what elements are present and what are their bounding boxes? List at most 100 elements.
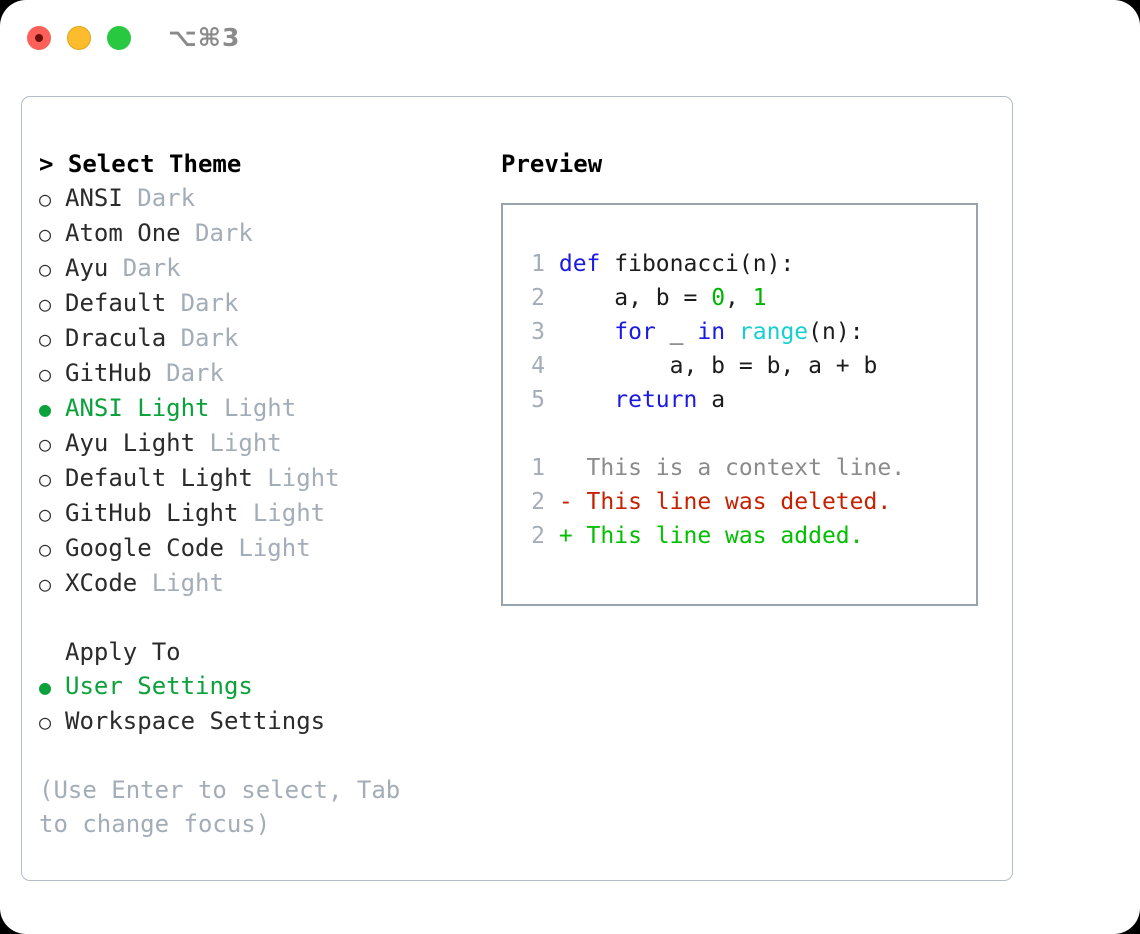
close-window-icon[interactable] — [27, 26, 51, 50]
apply-to-label: User Settings — [65, 672, 253, 700]
diff-text: - This line was deleted. — [558, 489, 892, 515]
theme-name-label: Dracula — [65, 324, 167, 352]
code-token: fibonacci(n): — [600, 251, 795, 277]
diff-sample: 1 This is a context line. 2 - This line w… — [521, 451, 976, 553]
theme-variant-label: Dark — [122, 184, 196, 212]
theme-variant-label: Light — [137, 569, 224, 597]
apply-to-title: Apply To — [65, 638, 181, 666]
theme-variant-label: Light — [209, 394, 297, 422]
code-token: 0 — [711, 285, 726, 311]
radio-unselected-icon: ○ — [39, 187, 52, 211]
radio-unselected-icon: ○ — [39, 327, 52, 351]
theme-variant-label: Dark — [180, 219, 253, 247]
code-token: range — [738, 319, 809, 345]
line-number: 3 — [531, 319, 545, 345]
theme-list-item[interactable]: ○Atom One Dark — [39, 216, 479, 251]
radio-selected-icon: ● — [39, 397, 52, 421]
code-token: def — [558, 251, 601, 277]
main-panel: > Select Theme ○ANSI Dark○Atom One Dark○… — [21, 96, 1013, 881]
theme-name-label: GitHub Light — [65, 499, 239, 527]
theme-list-item[interactable]: ○GitHub Dark — [39, 356, 479, 391]
code-token: 1 — [752, 285, 767, 311]
code-diff-spacer — [521, 417, 976, 451]
apply-to-options[interactable]: ●User Settings ○ Workspace Settings — [39, 669, 479, 739]
theme-list-item[interactable]: ○ ANSI Dark — [39, 181, 479, 216]
line-number: 2 — [531, 285, 545, 311]
theme-list-item[interactable]: ○Google Code Light — [39, 531, 479, 566]
code-token: a, b = — [558, 285, 712, 311]
line-number: 5 — [531, 387, 545, 413]
theme-variant-label: Light — [252, 464, 340, 492]
theme-variant-label: Light — [195, 429, 282, 457]
line-number: 2 — [531, 489, 545, 515]
theme-name-label: Google Code — [65, 534, 224, 562]
theme-list-item[interactable]: ○ GitHub Light Light — [39, 496, 479, 531]
theme-name-label: GitHub — [65, 359, 152, 387]
theme-list-item[interactable]: ○ Default Dark — [39, 286, 479, 321]
radio-unselected-icon: ○ — [39, 502, 52, 526]
maximize-window-icon[interactable] — [107, 26, 131, 50]
code-token: in — [697, 319, 726, 345]
select-theme-header: > Select Theme — [39, 150, 242, 178]
radio-unselected-icon: ○ — [39, 257, 52, 281]
theme-variant-label: Dark — [166, 324, 239, 352]
minimize-window-icon[interactable] — [67, 26, 91, 50]
apply-to-option[interactable]: ●User Settings — [39, 669, 479, 704]
theme-list-item[interactable]: ○ Ayu Light Light — [39, 426, 479, 461]
titlebar: ⌥⌘3 — [0, 0, 1140, 78]
theme-name-label: Ayu Light — [65, 429, 196, 457]
diff-line: 2 + This line was added. — [521, 519, 976, 553]
theme-list-item[interactable]: ○ Dracula Dark — [39, 321, 479, 356]
radio-unselected-icon: ○ — [39, 710, 52, 734]
theme-variant-label: Dark — [166, 289, 239, 317]
list-spacer — [39, 601, 479, 635]
theme-list-item[interactable]: ● ANSI Light Light — [39, 391, 479, 426]
code-token: (n): — [808, 319, 864, 345]
line-number: 1 — [531, 251, 545, 277]
theme-list-item[interactable]: ○ Ayu Dark — [39, 251, 479, 286]
theme-list-item[interactable]: ○ XCode Light — [39, 566, 479, 601]
code-token: for — [614, 319, 656, 345]
preview-column: Preview 1 def fibonacci(n):2 a, b = 0, 1… — [501, 147, 1001, 606]
theme-variant-label: Dark — [108, 254, 181, 282]
keyboard-shortcut-label: ⌥⌘3 — [168, 23, 241, 52]
apply-to-label: Workspace Settings — [65, 707, 326, 735]
apply-to-option[interactable]: ○ Workspace Settings — [39, 704, 479, 739]
theme-variant-label: Light — [238, 499, 326, 527]
code-token: , — [725, 285, 753, 311]
radio-unselected-icon: ○ — [39, 572, 52, 596]
keyboard-hint-text: (Use Enter to select, Tab to change focu… — [39, 776, 401, 838]
window-controls — [27, 26, 131, 50]
code-token — [725, 319, 739, 345]
theme-name-label: XCode — [65, 569, 138, 597]
radio-unselected-icon: ○ — [39, 222, 52, 246]
theme-variant-label: Light — [223, 534, 311, 562]
radio-unselected-icon: ○ — [39, 467, 52, 491]
code-line: 1 def fibonacci(n): — [521, 247, 976, 281]
code-line: 5 return a — [521, 383, 976, 417]
code-line: 2 a, b = 0, 1 — [521, 281, 976, 315]
radio-unselected-icon: ○ — [39, 432, 52, 456]
code-line: 3 for _ in range(n): — [521, 315, 976, 349]
theme-list[interactable]: ○ANSI Dark○Atom One Dark○Ayu Dark○Defaul… — [39, 181, 479, 601]
code-line: 4 a, b = b, a + b — [521, 349, 976, 383]
theme-name-label: ANSI Light — [65, 394, 210, 422]
line-number: 4 — [531, 353, 545, 379]
code-token — [559, 387, 614, 413]
theme-name-label: Default Light — [65, 464, 253, 492]
code-token — [559, 319, 614, 345]
line-number: 1 — [531, 455, 545, 481]
theme-name-label: Default — [65, 289, 167, 317]
line-number: 2 — [531, 523, 545, 549]
diff-text: This is a context line. — [558, 455, 906, 481]
theme-list-item[interactable]: ○ Default Light Light — [39, 461, 479, 496]
radio-unselected-icon: ○ — [39, 362, 52, 386]
radio-unselected-icon: ○ — [39, 292, 52, 316]
preview-title: Preview — [501, 150, 603, 178]
theme-name-label: ANSI — [65, 184, 123, 212]
code-token: return — [614, 387, 698, 413]
code-token: a, b = b, a + b — [558, 353, 878, 379]
theme-name-label: Ayu — [65, 254, 109, 282]
